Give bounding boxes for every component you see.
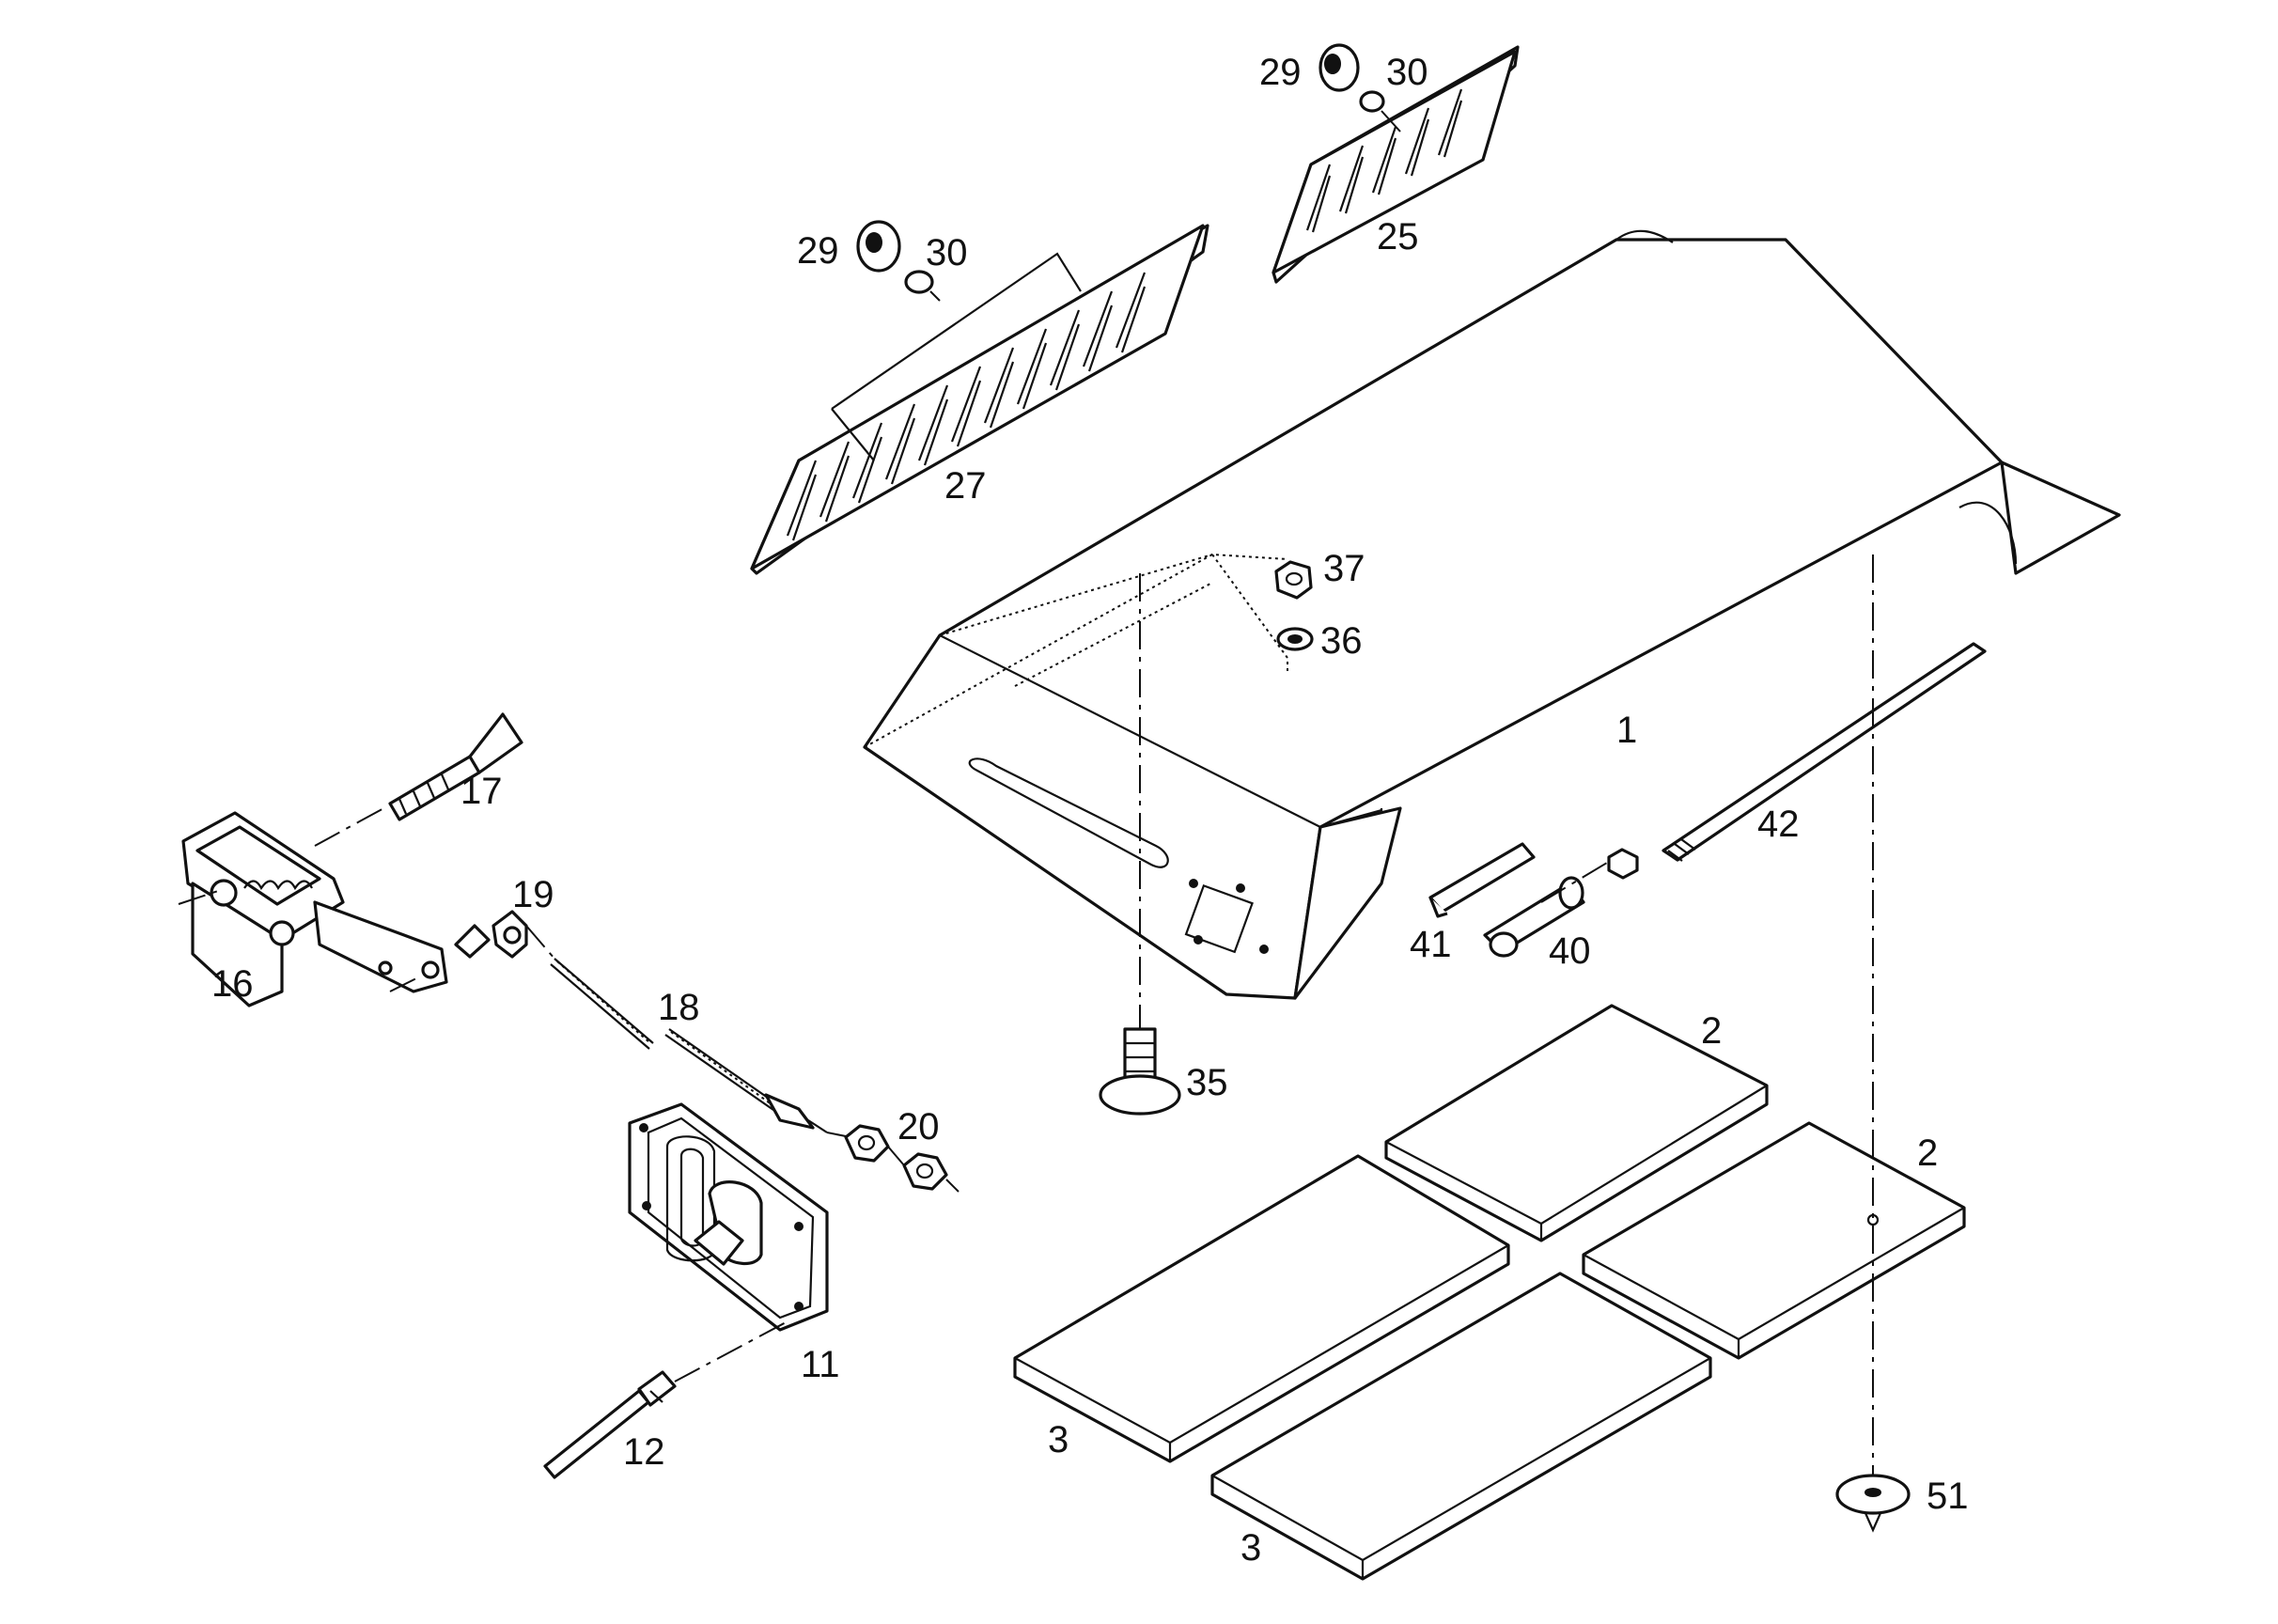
fastener-29-30-lower: [856, 220, 941, 302]
hinge-40: [1483, 876, 1585, 958]
louvre-slots-25: [1305, 88, 1463, 233]
callout-12: 12: [623, 1431, 665, 1473]
screw-17: [314, 712, 523, 847]
cable-assembly-19: [454, 910, 654, 1050]
louvre-panel-27: [750, 224, 1209, 575]
louvre-slots: [786, 272, 1147, 541]
rivet-12: [543, 1320, 790, 1479]
callout-3-bottom: 3: [1240, 1527, 1261, 1569]
washer-36: [1276, 627, 1314, 651]
callout-29-lower: 29: [797, 230, 839, 272]
pad-2-top: [1384, 1004, 1769, 1242]
callout-19: 19: [512, 874, 554, 915]
callout-1: 1: [1616, 710, 1637, 751]
pad-3-left: [1013, 1154, 1510, 1463]
callout-30-lower: 30: [926, 232, 968, 273]
nuts-20: [844, 1124, 960, 1193]
callout-2-top: 2: [1701, 1010, 1722, 1052]
callout-30-upper: 30: [1386, 52, 1428, 93]
pad-3-bottom: [1210, 1272, 1712, 1581]
callout-51: 51: [1927, 1476, 1969, 1517]
callout-3-left: 3: [1048, 1419, 1069, 1460]
callout-11: 11: [801, 1344, 840, 1385]
handle-11: [628, 1102, 829, 1332]
hinge-41: [1428, 842, 1536, 918]
nut-37: [1274, 560, 1313, 600]
callout-16: 16: [211, 963, 254, 1005]
callout-41: 41: [1410, 924, 1452, 965]
callout-36: 36: [1320, 620, 1363, 662]
callout-18: 18: [658, 987, 700, 1028]
latch-assembly-16: [178, 811, 448, 1007]
cover-part: [863, 229, 2121, 1000]
callout-27: 27: [944, 465, 987, 507]
callout-42: 42: [1757, 804, 1800, 845]
callout-37: 37: [1323, 548, 1365, 589]
pad-2-right: [1582, 1121, 1966, 1360]
callout-40: 40: [1549, 930, 1591, 972]
callout-17: 17: [460, 771, 503, 812]
fastener-29-30-upper: [1318, 43, 1401, 133]
callout-20: 20: [897, 1106, 940, 1148]
foot-51: [1835, 554, 1911, 1533]
louvre-panel-25: [1272, 45, 1520, 284]
callout-25: 25: [1377, 216, 1419, 258]
callout-2-right: 2: [1917, 1132, 1938, 1174]
callout-labels: 1 2 2 3 3 11 12 16 17 18 19 20 25 27 29 …: [211, 52, 1969, 1569]
callout-35: 35: [1186, 1062, 1228, 1103]
pin-42: [1540, 642, 1987, 903]
callout-29-upper: 29: [1259, 52, 1302, 93]
bolt-35: [1099, 573, 1181, 1116]
